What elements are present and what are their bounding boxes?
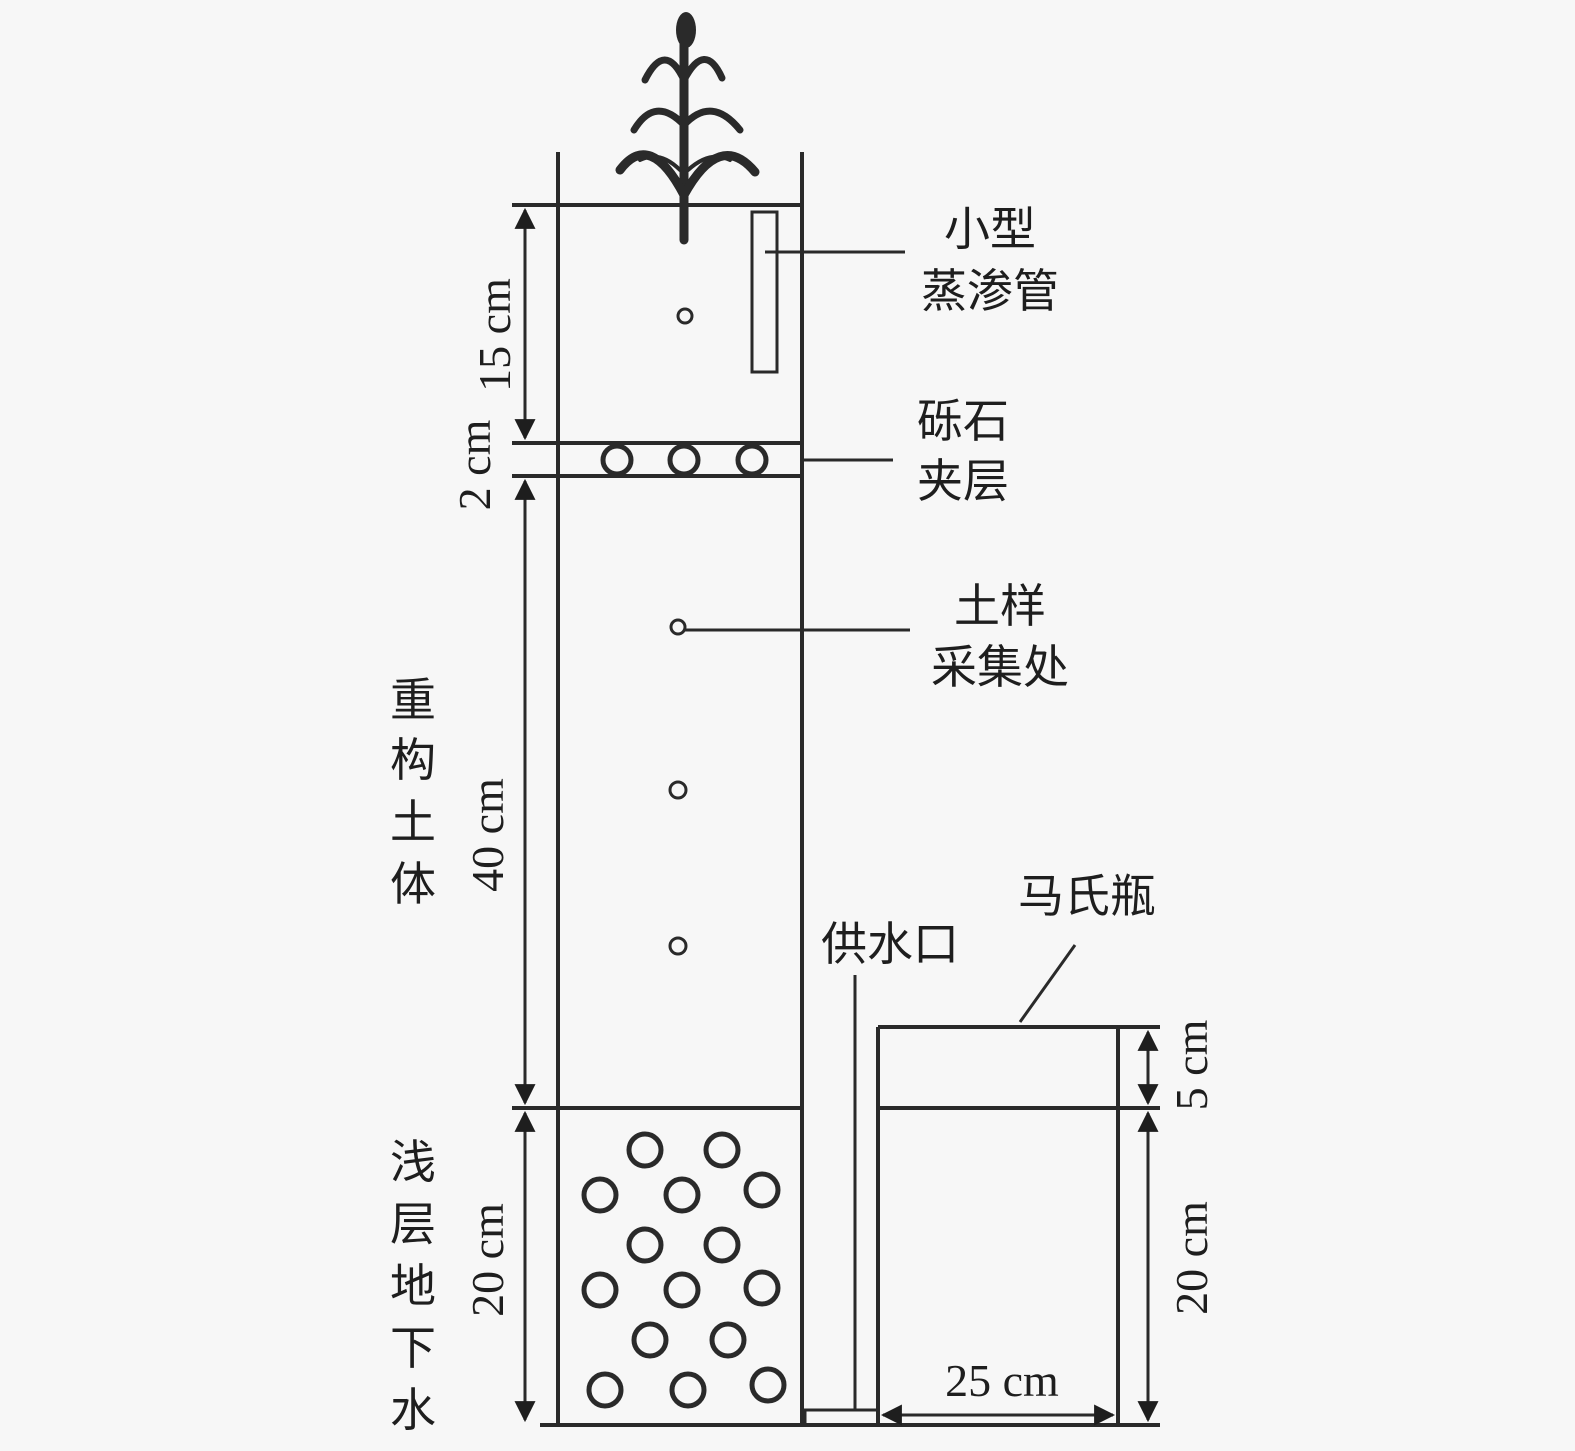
gravel-circle [703, 1131, 741, 1169]
gravel-circle [749, 1366, 787, 1404]
lysimeter-tube [750, 210, 779, 374]
mariotte-bottle [876, 944, 1160, 1425]
label-sample-1: 土样 [954, 579, 1046, 633]
label-mariotte-bottle: 马氏瓶 [1018, 869, 1156, 923]
label-gravel-1: 砾石 [917, 394, 1009, 448]
label-water-inlet: 供水口 [821, 917, 959, 971]
gravel-circle [663, 1176, 701, 1214]
label-lysimeter-2: 蒸渗管 [921, 264, 1059, 318]
gravel-circle [626, 1131, 664, 1169]
svg-text:地: 地 [390, 1259, 436, 1313]
gravel-circle [581, 1271, 619, 1309]
gravel-circle [631, 1321, 669, 1359]
gravel-circle [703, 1226, 741, 1264]
svg-text:浅: 浅 [390, 1135, 436, 1189]
sampling-points [668, 307, 694, 956]
dim-soil-body: 40 cm [462, 778, 513, 892]
dim-topsoil: 15 cm [469, 278, 520, 392]
label-shallow-groundwater: 浅 层 地 下 水 [390, 1135, 436, 1437]
gravel-circle [586, 1371, 624, 1409]
dim-bottle-height: 20 cm [1166, 1201, 1217, 1315]
svg-text:层: 层 [390, 1197, 436, 1251]
dim-gravel: 2 cm [449, 419, 500, 510]
dim-groundwater: 20 cm [462, 1203, 513, 1317]
label-gravel-2: 夹层 [917, 454, 1009, 508]
dim-bottle-width: 25 cm [945, 1355, 1059, 1406]
water-supply-pipe [803, 975, 880, 1427]
gravel-circle [709, 1321, 747, 1359]
gravel-circle [669, 1371, 707, 1409]
svg-text:土: 土 [390, 795, 436, 849]
gravel-circle [626, 1226, 664, 1264]
dimension-arrows [514, 207, 1159, 1426]
label-lysimeter-1: 小型 [944, 202, 1036, 256]
dim-bottle-top: 5 cm [1166, 1019, 1217, 1110]
label-sample-2: 采集处 [931, 640, 1069, 694]
soil-column [512, 152, 1160, 1427]
gravel-circle [581, 1176, 619, 1214]
svg-text:体: 体 [390, 857, 436, 911]
gravel-circle [663, 1271, 701, 1309]
gravel-circle [743, 1171, 781, 1209]
svg-text:水: 水 [390, 1383, 436, 1437]
gravel-layer [600, 443, 769, 477]
svg-text:下: 下 [390, 1321, 436, 1375]
label-reconstructed-soil: 重 构 土 体 [390, 673, 436, 911]
groundwater-layer [581, 1131, 787, 1409]
svg-text:重: 重 [390, 673, 436, 727]
gravel-circle [743, 1269, 781, 1307]
svg-text:构: 构 [390, 733, 436, 787]
